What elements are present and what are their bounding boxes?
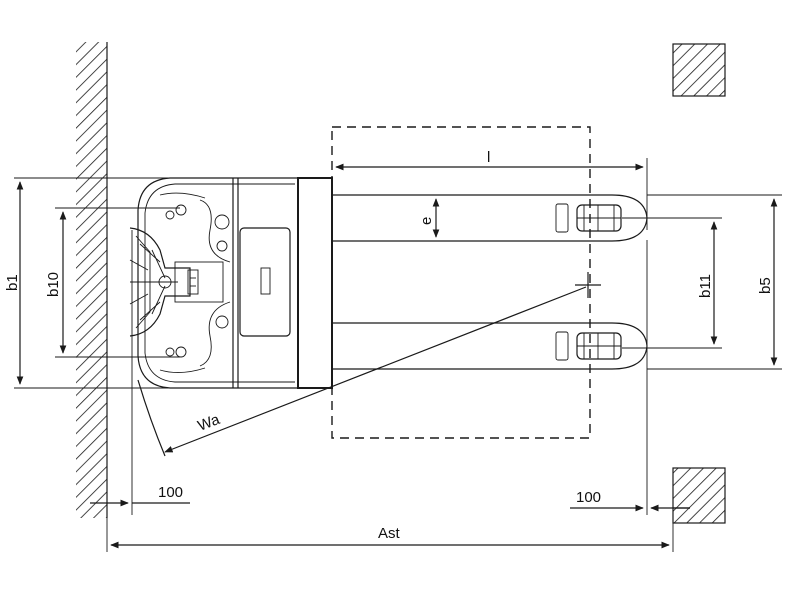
dim-e: e xyxy=(418,198,440,238)
fork-lower xyxy=(332,322,648,370)
dim-ast: Ast xyxy=(106,505,674,552)
fork-upper xyxy=(332,194,648,242)
dim-b11: b11 xyxy=(622,217,722,349)
turning-center-cross xyxy=(575,272,601,298)
b11-label: b11 xyxy=(697,274,714,298)
clearance-right-label: 100 xyxy=(576,489,601,506)
pallet-outline xyxy=(331,126,591,439)
top-right-obstacle xyxy=(672,43,726,97)
bottom-right-obstacle xyxy=(672,467,726,524)
wa-radius-line xyxy=(164,286,587,453)
dim-clearance-left: 100 xyxy=(90,230,190,515)
e-label: e xyxy=(418,217,435,225)
dim-b1: b1 xyxy=(4,177,170,389)
b10-label: b10 xyxy=(45,272,62,297)
dim-b5: b5 xyxy=(647,194,782,370)
b1-label: b1 xyxy=(4,274,21,291)
dim-clearance-right: 100 xyxy=(570,240,690,515)
turning-arc xyxy=(137,379,166,457)
wa-label: Wa xyxy=(195,411,222,435)
dim-b10: b10 xyxy=(45,207,180,358)
clearance-left-label: 100 xyxy=(158,484,183,501)
ast-label: Ast xyxy=(378,525,401,542)
truck-body xyxy=(129,177,333,389)
b5-label: b5 xyxy=(757,277,774,294)
left-wall xyxy=(76,42,108,518)
l-label: l xyxy=(487,149,490,166)
